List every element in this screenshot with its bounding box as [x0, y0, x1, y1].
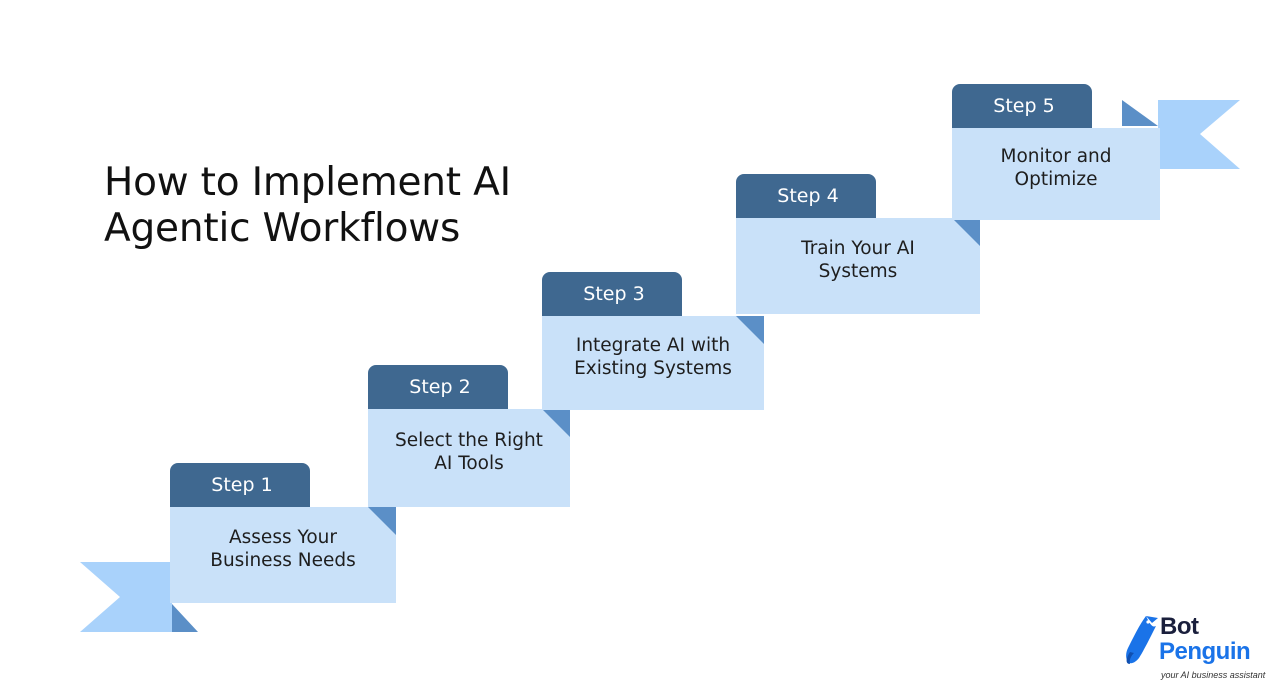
step-2-fold: [542, 409, 570, 437]
logo-word-bot: Bot: [1160, 613, 1199, 640]
step-3-fold: [736, 316, 764, 344]
ribbon-right: [1120, 100, 1240, 169]
step-4-text-line-1: Train Your AI: [801, 238, 915, 259]
step-4-body: Train Your AI Systems: [736, 218, 980, 314]
step-1-text-line-1: Assess Your: [229, 527, 337, 548]
step-5-text-line-1: Monitor and: [1000, 146, 1112, 167]
page-title: How to Implement AI Agentic Workflows: [104, 160, 624, 252]
step-1-fold: [368, 507, 396, 535]
title-line-2: Agentic Workflows: [104, 206, 461, 251]
step-2-body: Select the Right AI Tools: [368, 409, 570, 507]
step-5-text-line-2: Optimize: [1014, 169, 1098, 190]
step-4-label: Step 4: [736, 174, 876, 220]
step-3-body: Integrate AI with Existing Systems: [542, 316, 764, 410]
botpenguin-logo: Bot Penguin your AI business assistant: [1122, 614, 1272, 684]
step-2-text-line-1: Select the Right: [395, 430, 543, 451]
step-1-label: Step 1: [170, 463, 310, 509]
step-1-text-line-2: Business Needs: [210, 550, 356, 571]
step-4-text-line-2: Systems: [818, 261, 898, 282]
step-2-text-line-2: AI Tools: [434, 453, 504, 474]
step-5-label: Step 5: [952, 84, 1092, 130]
step-3-label: Step 3: [542, 272, 682, 318]
title-line-1: How to Implement AI: [104, 160, 511, 205]
step-3-text-line-2: Existing Systems: [574, 358, 732, 379]
logo-word-penguin: Penguin: [1159, 638, 1251, 665]
step-5-body: Monitor and Optimize: [952, 128, 1160, 220]
step-2-label: Step 2: [368, 365, 508, 411]
logo-tagline: your AI business assistant: [1161, 670, 1266, 680]
step-4-fold: [952, 218, 980, 246]
step-1-body: Assess Your Business Needs: [170, 507, 396, 603]
penguin-logo-icon: [1126, 616, 1158, 664]
step-3-text-line-1: Integrate AI with: [575, 335, 731, 356]
ribbon-left: [80, 562, 198, 632]
